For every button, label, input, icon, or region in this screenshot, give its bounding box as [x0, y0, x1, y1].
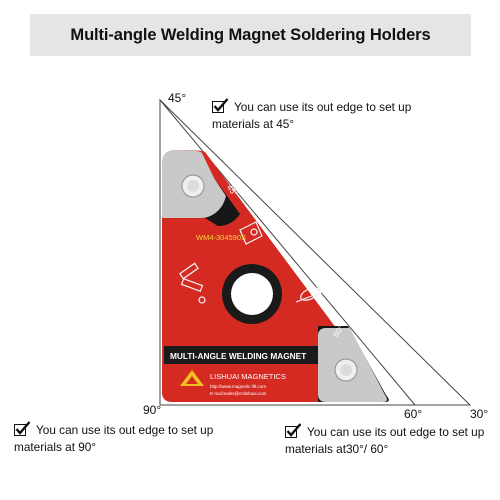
- checkbox-check-icon: [285, 423, 302, 438]
- magnet-name-label: MULTI-ANGLE WELDING MAGNET: [170, 351, 306, 361]
- angle-weld-glyph-icon: [239, 221, 263, 245]
- note-30-60-line2: materials at30°/ 60°: [285, 442, 389, 456]
- outline-30-triangle: [159, 98, 472, 406]
- checkbox-check-icon: [212, 98, 229, 113]
- name-band: [164, 346, 318, 364]
- note-30-60-line1: You can use its out edge to set up: [307, 425, 485, 439]
- note-45-line2: materials at 45°: [212, 117, 295, 131]
- note-30-60: You can use its out edge to set up mater…: [285, 423, 484, 458]
- angle-label-30: 30°: [470, 407, 489, 421]
- model-number: WM4-304590S: [196, 233, 246, 242]
- pipe-weld-glyph-icon: [179, 262, 206, 304]
- outline-60-edge: [159, 99, 416, 406]
- bottom-bolt-center-icon: [340, 364, 352, 376]
- note-45: You can use its out edge to set up mater…: [212, 98, 411, 133]
- welding-magnet: WM4-304590S MULTI-ANGLE WELDING MAGNET 4…: [162, 150, 389, 402]
- title-banner: Multi-angle Welding Magnet Soldering Hol…: [30, 14, 471, 56]
- center-hole-icon: [231, 273, 273, 315]
- tube-weld-glyph-icon: [295, 286, 326, 303]
- brand-email: E-mail:sales@cnlishuai.com: [210, 391, 267, 396]
- top-black-corner: [205, 178, 240, 226]
- checkbox-check-icon: [14, 421, 31, 436]
- angle-label-90: 90°: [143, 403, 162, 417]
- note-90-line1: You can use its out edge to set up: [36, 423, 214, 437]
- top-bolt-center-icon: [187, 180, 199, 192]
- note-90: You can use its out edge to set up mater…: [14, 421, 213, 456]
- note-45-line1: You can use its out edge to set up: [234, 100, 412, 114]
- page-title: Multi-angle Welding Magnet Soldering Hol…: [70, 25, 431, 44]
- angle-label-top: 45°: [168, 91, 187, 105]
- note-90-line2: materials at 90°: [14, 440, 97, 454]
- brand-website: http://www.magnetic-lift.com: [210, 384, 266, 389]
- angle-label-60: 60°: [404, 407, 423, 421]
- brand-logo: [180, 370, 204, 386]
- brand-name: LISHUAI MAGNETICS: [210, 372, 286, 381]
